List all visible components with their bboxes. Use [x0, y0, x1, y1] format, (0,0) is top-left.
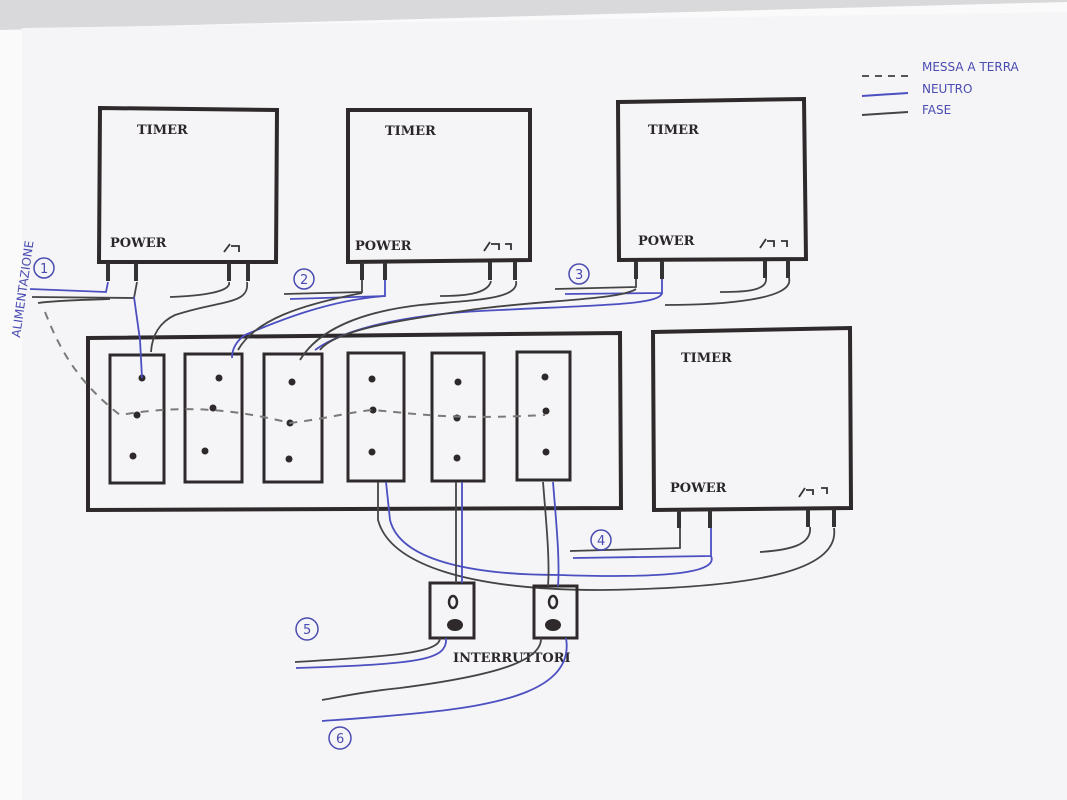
terminal-pin	[513, 262, 517, 280]
terminal-pin	[677, 510, 681, 528]
switches-label: INTERRUTTORI	[453, 651, 571, 666]
marker-circle	[328, 726, 352, 750]
timer-power-label: POWER	[670, 481, 727, 496]
terminal-strip-2	[183, 352, 244, 484]
marker-circle	[295, 617, 319, 641]
relay-switch-icon	[483, 241, 512, 252]
legend-neutral-label: NEUTRO	[922, 82, 972, 96]
relay-switch-icon	[223, 243, 240, 253]
terminal-pin	[763, 260, 767, 278]
terminal-pin	[786, 260, 790, 278]
marker-2: 2	[300, 273, 308, 288]
timer3-wires	[314, 277, 790, 351]
legend: MESSA A TERRA NEUTRO FASE	[861, 60, 1020, 117]
terminal-pin	[360, 262, 364, 280]
timer-title: TIMER	[137, 123, 188, 138]
switch-1	[428, 581, 476, 640]
marker-circle	[568, 263, 590, 285]
timer-box-3: TIMER POWER	[615, 96, 809, 279]
terminal-screws	[129, 373, 550, 463]
markers: 1 2 3 4 5 6	[33, 257, 612, 750]
timer-title: TIMER	[385, 124, 436, 139]
terminal-pin	[246, 263, 250, 281]
relay-switch-icon	[759, 238, 788, 249]
marker-3: 3	[575, 268, 583, 283]
timer-power-label: POWER	[110, 236, 167, 251]
timer-box-1: TIMER POWER	[96, 105, 280, 281]
switch-wires	[294, 481, 568, 722]
timer4-wires	[377, 481, 836, 591]
terminal-panel	[86, 330, 624, 513]
terminal-strip-1	[108, 353, 166, 485]
relay-switch-icon	[798, 487, 828, 498]
legend-phase-label: FASE	[922, 103, 951, 117]
terminal-pin	[832, 509, 836, 527]
marker-circle	[590, 529, 612, 551]
timer-box-2: TIMER POWER	[346, 108, 532, 280]
terminal-strip-4	[346, 351, 406, 483]
timer-title: TIMER	[681, 351, 732, 366]
marker-6: 6	[336, 732, 344, 747]
legend-phase-line	[861, 111, 909, 116]
terminal-pin	[383, 262, 387, 280]
timer-box-4: TIMER POWER	[650, 325, 854, 528]
terminal-pin	[134, 263, 138, 281]
legend-neutral-line	[861, 92, 909, 97]
marker-circle	[293, 268, 315, 290]
terminal-pin	[106, 263, 110, 281]
terminal-pin	[227, 263, 231, 281]
marker-5: 5	[303, 623, 311, 638]
terminal-pin	[660, 261, 664, 279]
switch-2	[532, 584, 579, 640]
marker-1: 1	[40, 262, 48, 277]
ground-wire	[44, 311, 546, 425]
supply-wires	[29, 281, 248, 379]
legend-ground-label: MESSA A TERRA	[922, 60, 1020, 74]
marker-circle	[33, 257, 55, 279]
timer-title: TIMER	[648, 123, 699, 138]
timer-power-label: POWER	[638, 234, 695, 249]
terminal-pin	[488, 262, 492, 280]
terminal-pin	[806, 509, 810, 527]
timer-power-label: POWER	[355, 239, 412, 254]
timer2-wires	[231, 280, 517, 361]
terminal-pin	[634, 261, 638, 279]
terminal-pin	[708, 510, 712, 528]
marker-4: 4	[597, 534, 605, 549]
